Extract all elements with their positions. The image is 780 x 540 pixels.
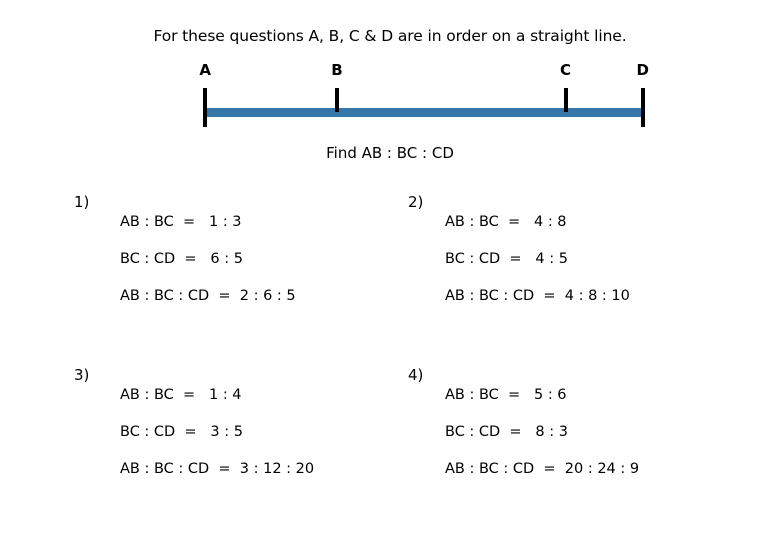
- tick-mark-c: [563, 88, 568, 112]
- point-label-d: D: [636, 61, 649, 79]
- number-line-diagram: A B C D: [0, 60, 780, 135]
- question-3-lines: AB : BC = 1 : 4 BC : CD = 3 : 5 AB : BC …: [74, 366, 404, 477]
- ratio-line: AB : BC : CD = 4 : 8 : 10: [445, 288, 630, 304]
- point-label-b: B: [331, 61, 343, 79]
- ratio-line: AB : BC : CD = 2 : 6 : 5: [120, 288, 296, 304]
- question-number-2: 2): [408, 193, 424, 211]
- ratio-line: BC : CD = 4 : 5: [445, 251, 568, 267]
- point-label-a: A: [199, 61, 211, 79]
- page-heading: For these questions A, B, C & D are in o…: [153, 27, 627, 45]
- ratio-line: AB : BC = 5 : 6: [445, 387, 567, 403]
- question-block-2: 2) AB : BC = 4 : 8 BC : CD = 4 : 5 AB : …: [404, 193, 780, 304]
- question-2-lines: AB : BC = 4 : 8 BC : CD = 4 : 5 AB : BC …: [408, 193, 780, 304]
- tick-mark-a: [203, 88, 208, 127]
- ratio-line: AB : BC = 1 : 4: [120, 387, 242, 403]
- question-block-1: 1) AB : BC = 1 : 3 BC : CD = 6 : 5 AB : …: [0, 193, 404, 304]
- ratio-line: AB : BC : CD = 20 : 24 : 9: [445, 461, 640, 477]
- line-segment-ad: [205, 108, 646, 117]
- question-1-lines: AB : BC = 1 : 3 BC : CD = 6 : 5 AB : BC …: [74, 193, 404, 304]
- question-number-4: 4): [408, 366, 424, 384]
- point-label-c: C: [559, 61, 571, 79]
- question-number-3: 3): [74, 366, 90, 384]
- ratio-line: BC : CD = 8 : 3: [445, 424, 568, 440]
- ratio-line: BC : CD = 6 : 5: [120, 251, 243, 267]
- question-block-4: 4) AB : BC = 5 : 6 BC : CD = 8 : 3 AB : …: [404, 366, 780, 477]
- answers-row-top: 1) AB : BC = 1 : 3 BC : CD = 6 : 5 AB : …: [0, 193, 780, 304]
- question-4-lines: AB : BC = 5 : 6 BC : CD = 8 : 3 AB : BC …: [408, 366, 780, 477]
- tick-mark-b: [334, 88, 339, 112]
- answers-row-bottom: 3) AB : BC = 1 : 4 BC : CD = 3 : 5 AB : …: [0, 366, 780, 477]
- tick-mark-d: [640, 88, 645, 127]
- ratio-line: AB : BC = 1 : 3: [120, 214, 242, 230]
- find-prompt: Find AB : BC : CD: [326, 144, 454, 162]
- question-block-3: 3) AB : BC = 1 : 4 BC : CD = 3 : 5 AB : …: [0, 366, 404, 477]
- answers-grid: 1) AB : BC = 1 : 3 BC : CD = 6 : 5 AB : …: [0, 193, 780, 477]
- question-number-1: 1): [74, 193, 90, 211]
- ratio-line: BC : CD = 3 : 5: [120, 424, 243, 440]
- ratio-line: AB : BC = 4 : 8: [445, 214, 567, 230]
- ratio-line: AB : BC : CD = 3 : 12 : 20: [120, 461, 315, 477]
